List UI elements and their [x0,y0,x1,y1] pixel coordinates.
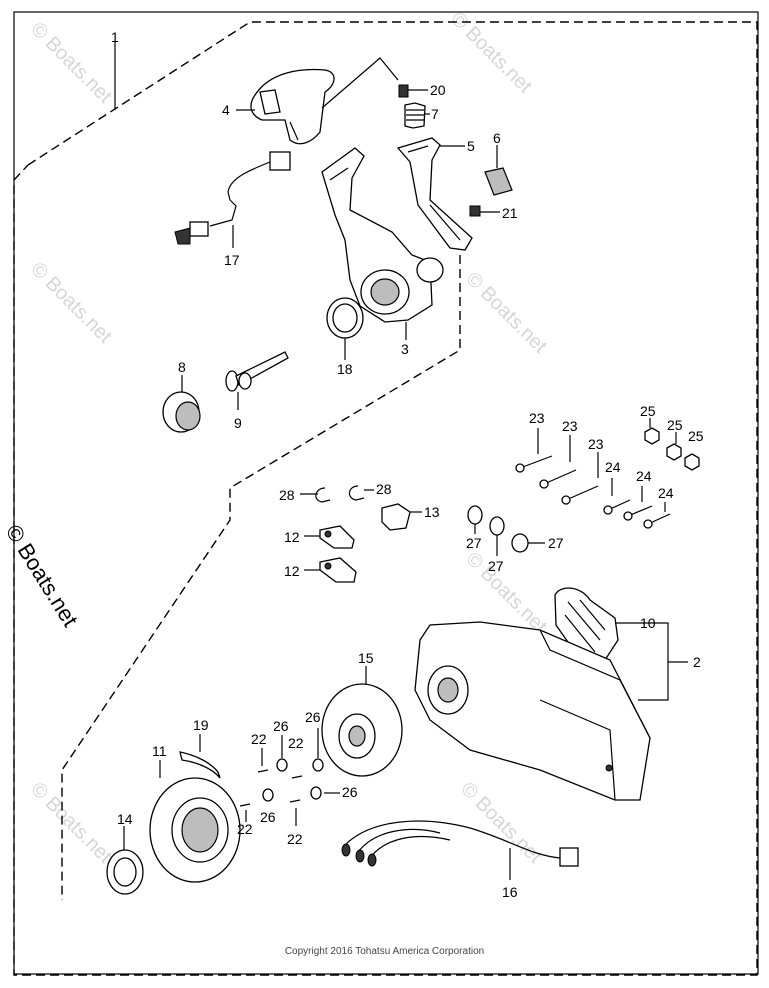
callout-23b: 23 [562,418,578,434]
callout-18: 18 [337,361,353,377]
callout-12: 12 [284,529,300,545]
callout-25c: 25 [688,428,704,444]
copyright-notice: Copyright 2016 Tohatsu America Corporati… [284,946,485,957]
watermark-text: © Boats.net [461,268,551,358]
callout-15: 15 [358,650,374,666]
callout-20: 20 [430,82,446,98]
callout-27c: 27 [548,535,564,551]
callout-22c: 22 [237,821,253,837]
flywheel [149,777,241,883]
callout-1: 1 [111,29,119,45]
border-frame [13,11,759,975]
stator-plate [321,683,403,777]
callout-24a: 24 [605,459,621,475]
block [381,503,411,531]
sub-assembly-outline [61,255,461,900]
callout-24b: 24 [636,468,652,484]
callout-16: 16 [502,884,518,900]
screw-group-23 [515,455,599,505]
washer-group-27 [467,505,529,553]
callout-11: 11 [152,743,167,759]
callout-19: 19 [193,717,209,733]
clip-group-28 [315,485,365,503]
callout-22d: 22 [287,831,303,847]
callout-6: 6 [493,130,501,146]
control-housing [414,621,651,801]
nut-group-25 [644,427,700,471]
callout-27a: 27 [466,535,482,551]
callout-27b: 27 [488,558,504,574]
pin-and-spring [398,84,426,129]
watermark-text: © Boats.net [26,778,116,868]
callout-26c: 26 [260,809,276,825]
callout-3: 3 [401,341,409,357]
callout-26b: 26 [305,709,321,725]
callout-22a: 22 [251,731,267,747]
callout-14: 14 [117,811,133,827]
callout-labels: 1 2 3 4 5 6 7 8 9 10 11 12 12 13 14 15 1… [111,29,704,900]
callout-28a: 28 [279,487,295,503]
callout-8: 8 [178,359,186,375]
callout-9: 9 [234,415,242,431]
callout-26d: 26 [342,784,358,800]
callout-4: 4 [222,102,230,118]
callout-26a: 26 [273,718,289,734]
callout-25a: 25 [640,403,656,419]
screw-group-22-26 [239,758,324,807]
screw [469,205,500,217]
cap [162,391,201,433]
callout-7: 7 [431,106,439,122]
callout-22b: 22 [288,735,304,751]
wiring-harness [341,820,579,867]
watermark-text: © Boats.net [26,18,116,108]
callout-5: 5 [467,138,475,154]
callout-24c: 24 [658,485,674,501]
cam-plate [484,167,513,196]
callout-13: 13 [424,504,440,520]
watermark-text: © Boats.net [26,258,116,348]
switch-harness [174,151,291,245]
callout-17: 17 [224,252,240,268]
watermark-text: © Boats.net [456,778,546,868]
handle-grip [250,68,335,145]
strip [179,751,221,779]
control-lever [321,147,444,323]
screw-group-24 [603,499,671,529]
callout-12b: 12 [284,563,300,579]
callout-10: 10 [640,615,656,631]
callout-25b: 25 [667,417,683,433]
lever-arm [396,137,473,251]
callout-21: 21 [502,205,518,221]
shaft [225,351,289,392]
retainer-ring [106,849,144,895]
assembly-outline [13,21,758,976]
bracket-group-12 [319,525,357,583]
callout-28b: 28 [376,481,392,497]
callout-23a: 23 [529,410,545,426]
callout-23c: 23 [588,436,604,452]
callout-2: 2 [693,654,701,670]
